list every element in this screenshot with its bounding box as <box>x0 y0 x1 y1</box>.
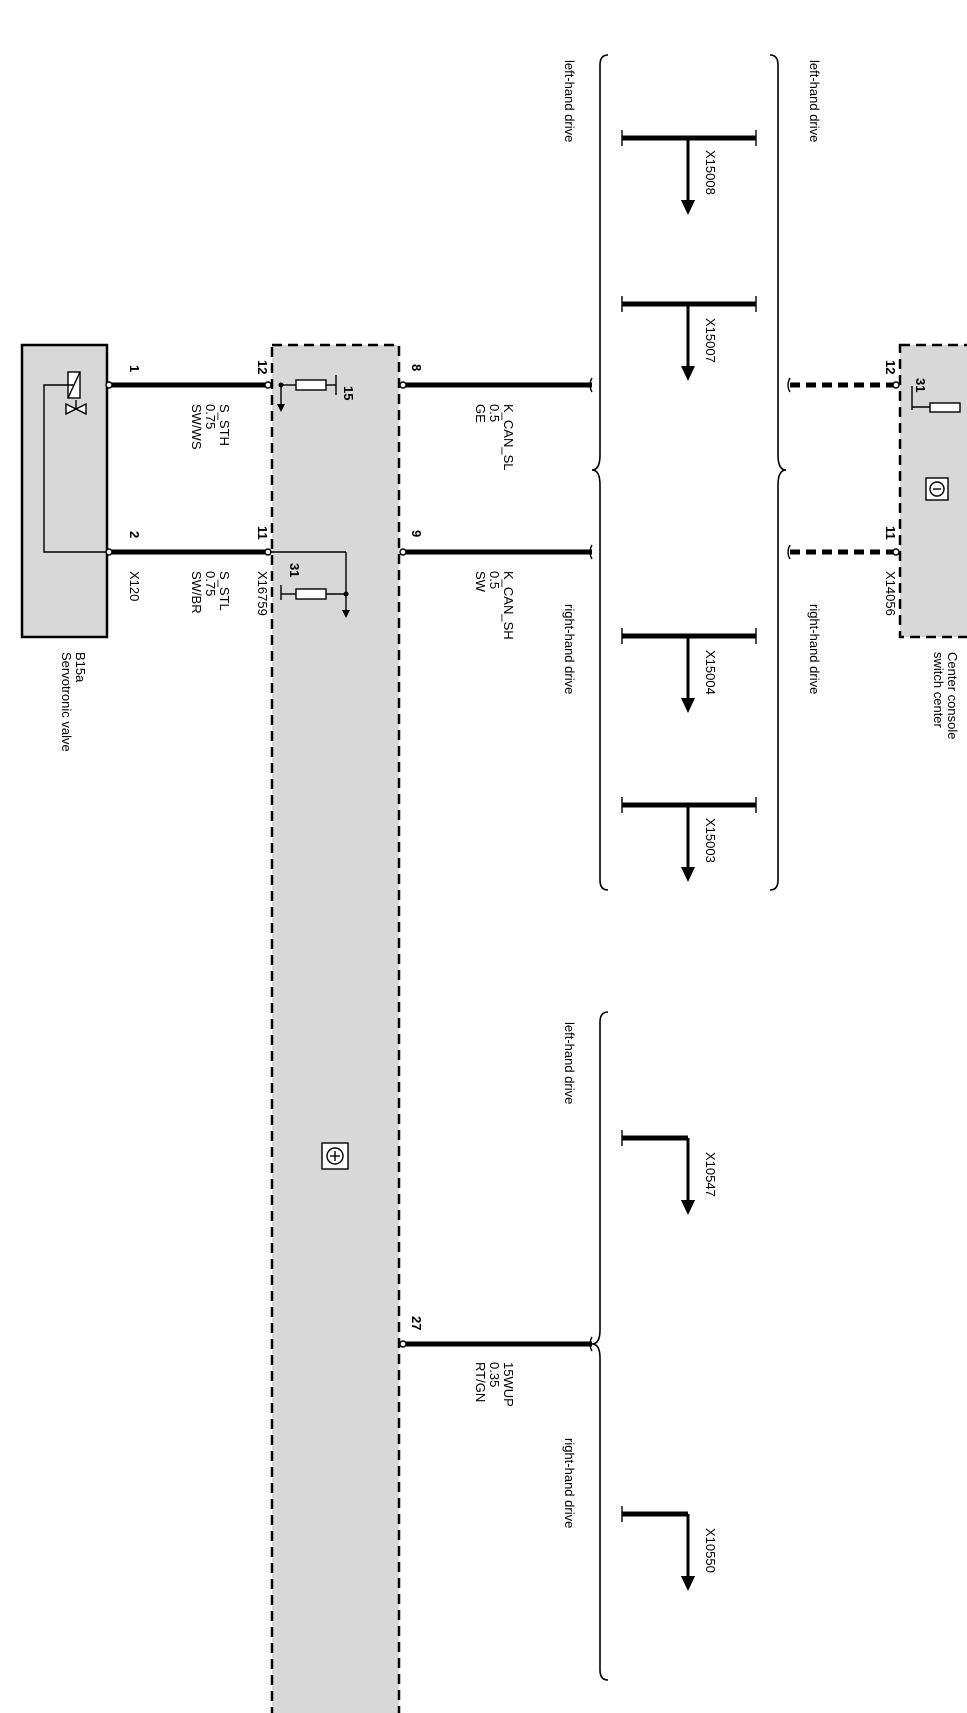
wire-sth <box>105 381 272 389</box>
rhd-label-bottom: right-hand drive <box>562 1438 577 1528</box>
pull-down-resistor <box>270 551 350 618</box>
wup-pin: 27 <box>409 1316 424 1330</box>
connector-x10547 <box>621 1130 695 1215</box>
connector-x10550 <box>621 1506 695 1591</box>
wire-wup <box>399 1336 593 1352</box>
can-l-color: GE <box>473 404 488 423</box>
rhd-label-left: right-hand drive <box>562 604 577 694</box>
brace-top-upper <box>591 54 609 891</box>
connector-label-x15007: X15007 <box>703 318 718 363</box>
pull-up-resistor <box>277 375 337 412</box>
brace-top-lower <box>769 54 787 891</box>
stl-color: SW/BR <box>189 571 204 614</box>
wire-can-h <box>399 544 593 560</box>
can-h-color: SW <box>473 571 488 593</box>
wire-console-12 <box>787 377 900 393</box>
control-unit-connector: X16759 <box>255 571 270 616</box>
connector-label-x10547: X10547 <box>703 1152 718 1197</box>
control-unit <box>270 343 401 1713</box>
wire-stl <box>105 548 272 556</box>
valve-id: B15a <box>73 652 88 683</box>
wup-gauge: 0.35 <box>487 1362 502 1387</box>
connector-label-x10550: X10550 <box>703 1528 718 1573</box>
connector-x15004 <box>621 628 757 713</box>
wup-signal: 15WUP <box>501 1362 516 1407</box>
stl-signal: S_STL <box>217 571 232 611</box>
connector-label-x15003: X15003 <box>703 818 718 863</box>
can-h-signal: K_CAN_SH <box>501 571 516 640</box>
stl-gauge: 0.75 <box>203 571 218 596</box>
stl-pin-valve: 2 <box>127 531 142 538</box>
console-pin-12: 12 <box>883 360 898 374</box>
console-name-line1: Center console <box>945 652 960 739</box>
connector-x15008 <box>621 130 757 215</box>
can-h-pin: 9 <box>409 530 424 537</box>
labels: left-hand drive left-hand drive right-ha… <box>59 60 960 1573</box>
lhd-label-right: left-hand drive <box>807 60 822 142</box>
console-connector: X14056 <box>883 571 898 616</box>
can-h-gauge: 0.5 <box>487 571 502 589</box>
can-l-pin: 8 <box>409 364 424 371</box>
console-pin-11: 11 <box>883 526 898 540</box>
console-name-line2: switch center <box>931 652 946 729</box>
wup-color: RT/GN <box>473 1362 488 1402</box>
connector-x15003 <box>621 797 757 882</box>
wire-can-l <box>399 377 593 393</box>
can-l-signal: K_CAN_SL <box>501 404 516 470</box>
brace-bottom <box>591 1011 609 1681</box>
lhd-label-bottom: left-hand drive <box>562 1022 577 1104</box>
connector-label-x15008: X15008 <box>703 150 718 195</box>
sth-pin-valve: 1 <box>127 365 142 372</box>
sth-pin-cu: 12 <box>255 360 270 374</box>
sth-signal: S_STH <box>217 404 232 446</box>
center-console-module <box>898 343 967 639</box>
stl-pin-cu: 11 <box>255 526 270 540</box>
supply-15: 15 <box>341 386 356 400</box>
ground-31: 31 <box>287 563 302 577</box>
valve-name: Servotronic valve <box>59 652 74 752</box>
console-ground-31: 31 <box>913 378 928 392</box>
servotronic-valve <box>20 343 109 639</box>
wire-console-11 <box>787 544 900 560</box>
connector-label-x15004: X15004 <box>703 650 718 695</box>
sth-gauge: 0.75 <box>203 404 218 429</box>
connector-x15007 <box>621 296 757 381</box>
rhd-label-right: right-hand drive <box>807 604 822 694</box>
valve-connector: X120 <box>127 571 142 601</box>
sth-color: SW/WS <box>189 404 204 450</box>
lhd-label-left: left-hand drive <box>562 60 577 142</box>
can-l-gauge: 0.5 <box>487 404 502 422</box>
